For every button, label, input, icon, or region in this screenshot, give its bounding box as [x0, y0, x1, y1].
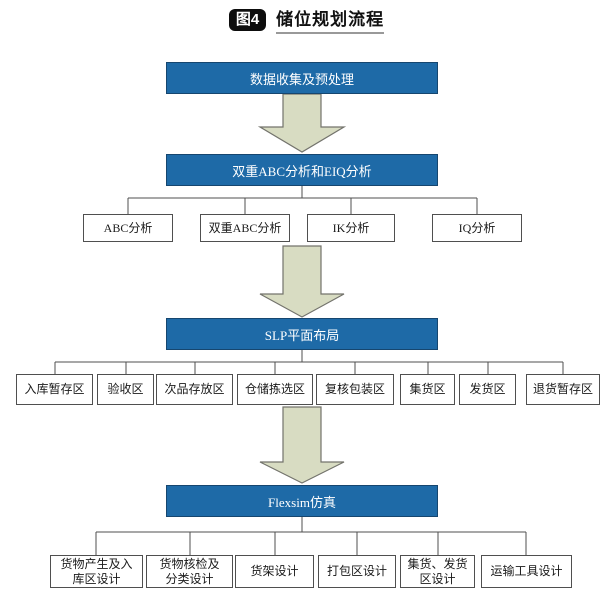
- figure-header: 图4 储位规划流程: [0, 5, 613, 34]
- node-return-staging-zone: 退货暂存区: [526, 374, 600, 405]
- node-storage-picking-zone: 仓储拣选区: [237, 374, 313, 405]
- down-arrow-icon: [259, 406, 345, 484]
- node-defective-storage-zone: 次品存放区: [156, 374, 233, 405]
- node-packing-zone-design: 打包区设计: [318, 555, 396, 588]
- stage-slp-layout: SLP平面布局: [166, 318, 438, 350]
- node-inspection-zone: 验收区: [97, 374, 154, 405]
- figure-title: 储位规划流程: [276, 5, 385, 34]
- node-shipping-zone: 发货区: [459, 374, 516, 405]
- node-inbound-staging-zone: 入库暂存区: [16, 374, 93, 405]
- node-goods-check-classification-design: 货物核检及 分类设计: [146, 555, 233, 588]
- node-abc-analysis: ABC分析: [83, 214, 173, 242]
- down-arrow-icon: [257, 93, 347, 153]
- down-arrow-icon: [259, 245, 345, 318]
- stage-dual-abc-eiq: 双重ABC分析和EIQ分析: [166, 154, 438, 186]
- node-consolidation-shipping-zone-design: 集货、发货 区设计: [400, 555, 475, 588]
- figure-number-badge: 图4: [228, 8, 267, 31]
- connector-tree-analysis: [127, 186, 478, 214]
- connector-tree-designs: [95, 517, 527, 555]
- node-dual-abc-analysis: 双重ABC分析: [200, 214, 290, 242]
- node-consolidation-zone: 集货区: [400, 374, 455, 405]
- node-ik-analysis: IK分析: [307, 214, 395, 242]
- node-iq-analysis: IQ分析: [432, 214, 522, 242]
- stage-flexsim-sim: Flexsim仿真: [166, 485, 438, 517]
- node-review-packing-zone: 复核包装区: [316, 374, 394, 405]
- stage-data-collection: 数据收集及预处理: [166, 62, 438, 94]
- connector-tree-zones: [54, 350, 564, 374]
- node-goods-generation-inbound-design: 货物产生及入 库区设计: [50, 555, 143, 588]
- node-rack-design: 货架设计: [235, 555, 314, 588]
- node-transport-tool-design: 运输工具设计: [481, 555, 572, 588]
